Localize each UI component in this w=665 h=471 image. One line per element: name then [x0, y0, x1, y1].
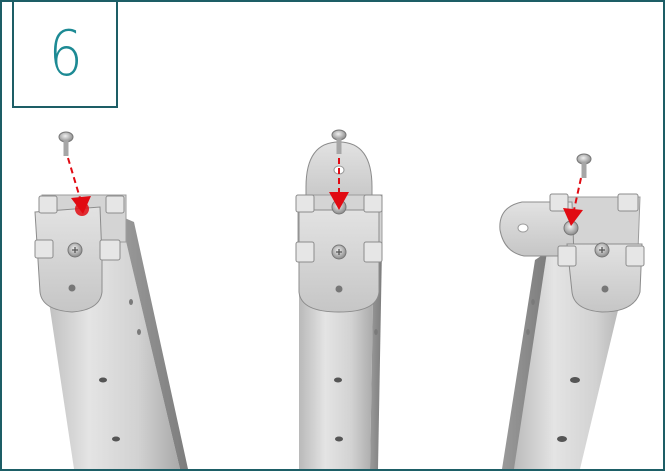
bracket-tab: [100, 240, 120, 260]
screw-shank: [337, 138, 342, 154]
bracket-tab: [106, 196, 124, 213]
bracket-tab: [39, 196, 57, 213]
screw-right: [577, 154, 591, 178]
tube-side-hole: [374, 329, 378, 335]
tube-hole: [557, 436, 567, 442]
leg-right: [500, 154, 644, 469]
leg-left: [35, 132, 188, 469]
tube-hole: [335, 437, 343, 442]
bracket-tab: [35, 240, 53, 258]
bracket-tab: [558, 246, 576, 266]
tube-hole: [334, 378, 342, 383]
tube-side-hole: [526, 329, 530, 335]
tube-hole: [112, 437, 120, 442]
bracket-tab: [296, 195, 314, 212]
screw-left: [59, 132, 73, 156]
tube-side-hole: [129, 299, 133, 305]
bracket-tab: [364, 242, 382, 262]
screw-shank: [582, 162, 587, 178]
bracket-tab: [296, 242, 314, 262]
plate-hole: [69, 285, 76, 292]
plate-hole: [336, 286, 343, 293]
plate-hole: [518, 224, 528, 232]
tube-side-hole: [137, 329, 141, 335]
bracket-tab: [626, 246, 644, 266]
tube-side-hole: [531, 299, 535, 305]
insert-arrow-line: [68, 158, 80, 198]
bracket-tab: [618, 194, 638, 211]
screw-shank: [64, 140, 69, 156]
leg-middle: [296, 130, 382, 469]
plate-hole: [602, 286, 609, 293]
tube-hole: [99, 378, 107, 383]
bracket-tab: [364, 195, 382, 212]
leg-left-bracket-plate: [35, 207, 102, 312]
tube-hole: [570, 377, 580, 383]
